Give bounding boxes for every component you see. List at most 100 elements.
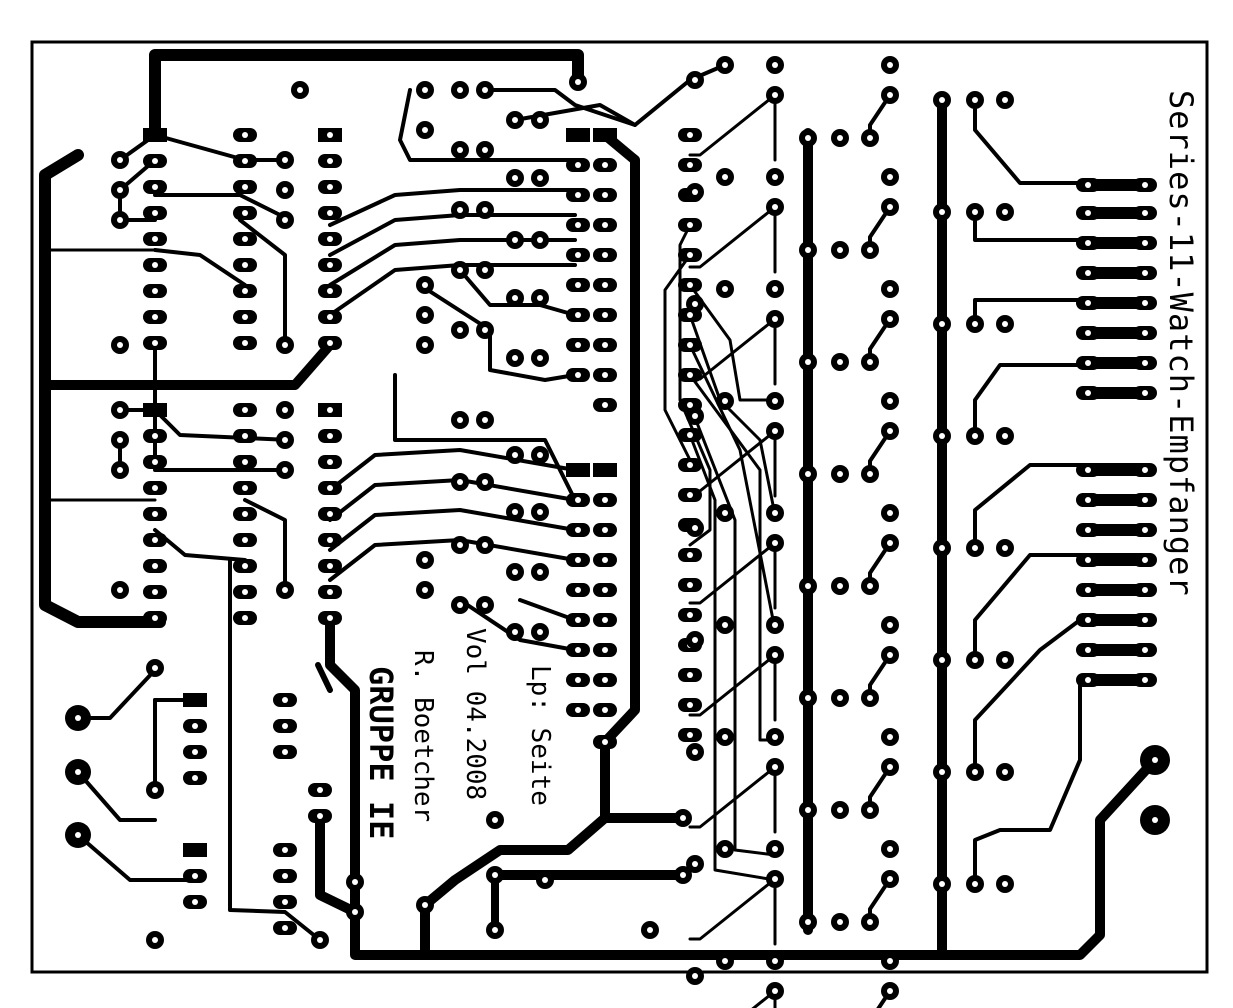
pad-hole xyxy=(1142,617,1148,623)
trace xyxy=(76,770,157,822)
pad-hole xyxy=(1142,497,1148,503)
pad-hole xyxy=(867,583,873,589)
pad-hole xyxy=(575,312,581,318)
pad-hole xyxy=(887,846,893,852)
pad-hole xyxy=(537,569,543,575)
pad-hole xyxy=(327,184,333,190)
pad-square xyxy=(593,463,617,477)
pad-hole xyxy=(117,407,123,413)
pad-hole xyxy=(887,988,893,994)
pad-hole xyxy=(772,652,778,658)
pad-hole xyxy=(772,764,778,770)
pad-hole xyxy=(972,881,978,887)
pad-hole xyxy=(1002,657,1008,663)
trace xyxy=(973,98,1142,185)
pad-hole xyxy=(242,615,248,621)
pad-hole xyxy=(192,899,198,905)
pad-hole xyxy=(687,612,693,618)
pad-hole xyxy=(192,775,198,781)
trace xyxy=(243,498,287,592)
pad-hole xyxy=(512,569,518,575)
pad-hole xyxy=(805,583,811,589)
component-pads xyxy=(65,56,1170,1000)
pad-hole xyxy=(1085,527,1091,533)
pad-hole xyxy=(242,262,248,268)
pad-hole xyxy=(152,433,158,439)
pad-hole xyxy=(972,545,978,551)
pad-hole xyxy=(939,97,945,103)
pad-hole xyxy=(242,210,248,216)
pad-hole xyxy=(1002,321,1008,327)
pad-hole xyxy=(692,749,698,755)
pad-hole xyxy=(575,222,581,228)
pad-hole xyxy=(537,452,543,458)
pad-hole xyxy=(327,314,333,320)
trace xyxy=(328,188,577,227)
pad-hole xyxy=(887,540,893,546)
trace xyxy=(688,283,777,402)
trace xyxy=(76,668,157,720)
pad-hole xyxy=(492,872,498,878)
trace xyxy=(688,343,777,632)
pad-hole xyxy=(722,622,728,628)
pad-hole xyxy=(722,62,728,68)
pad-hole xyxy=(1085,467,1091,473)
pad-hole xyxy=(805,359,811,365)
trace xyxy=(153,248,247,287)
pad-hole xyxy=(282,723,288,729)
pad-hole xyxy=(972,769,978,775)
pad-hole xyxy=(575,677,581,683)
pad-hole xyxy=(282,899,288,905)
pad-hole xyxy=(692,413,698,419)
trace xyxy=(483,88,637,127)
trace xyxy=(688,433,777,882)
pad-hole xyxy=(867,807,873,813)
pad-hole xyxy=(772,734,778,740)
pad-hole xyxy=(327,210,333,216)
pad-hole xyxy=(327,615,333,621)
trace xyxy=(688,653,777,722)
pad-hole xyxy=(327,589,333,595)
pad-hole xyxy=(1142,182,1148,188)
pad-hole xyxy=(1142,270,1148,276)
trace xyxy=(328,478,577,522)
pad-square xyxy=(566,463,590,477)
pad-hole xyxy=(1085,360,1091,366)
pad-hole xyxy=(1085,300,1091,306)
trace xyxy=(228,558,322,942)
trace xyxy=(398,88,577,162)
trace xyxy=(149,49,584,136)
pad-hole xyxy=(837,359,843,365)
pad-hole xyxy=(602,372,608,378)
pad-hole xyxy=(887,510,893,516)
pad-hole xyxy=(692,973,698,979)
pad-hole xyxy=(805,471,811,477)
trace xyxy=(40,340,335,390)
pad-hole xyxy=(602,707,608,713)
trace xyxy=(688,403,777,857)
pad-hole xyxy=(722,846,728,852)
pad-hole xyxy=(575,557,581,563)
pad-hole xyxy=(1085,270,1091,276)
trace xyxy=(418,283,577,382)
pad-hole xyxy=(152,937,158,943)
pad-hole xyxy=(1142,360,1148,366)
pad-hole xyxy=(575,282,581,288)
pad-hole xyxy=(837,583,843,589)
trace xyxy=(328,263,577,317)
pad-hole xyxy=(867,695,873,701)
pad-hole xyxy=(1142,240,1148,246)
pad-hole xyxy=(972,97,978,103)
pad-hole xyxy=(1085,617,1091,623)
pad-hole xyxy=(972,209,978,215)
pad-hole xyxy=(282,925,288,931)
pad-hole xyxy=(282,873,288,879)
pad-hole xyxy=(939,881,945,887)
pad-hole xyxy=(422,587,428,593)
pad-hole xyxy=(327,132,333,138)
pad-hole xyxy=(117,187,123,193)
pad-hole xyxy=(1002,769,1008,775)
pad-hole xyxy=(152,511,158,517)
pad-hole xyxy=(687,342,693,348)
